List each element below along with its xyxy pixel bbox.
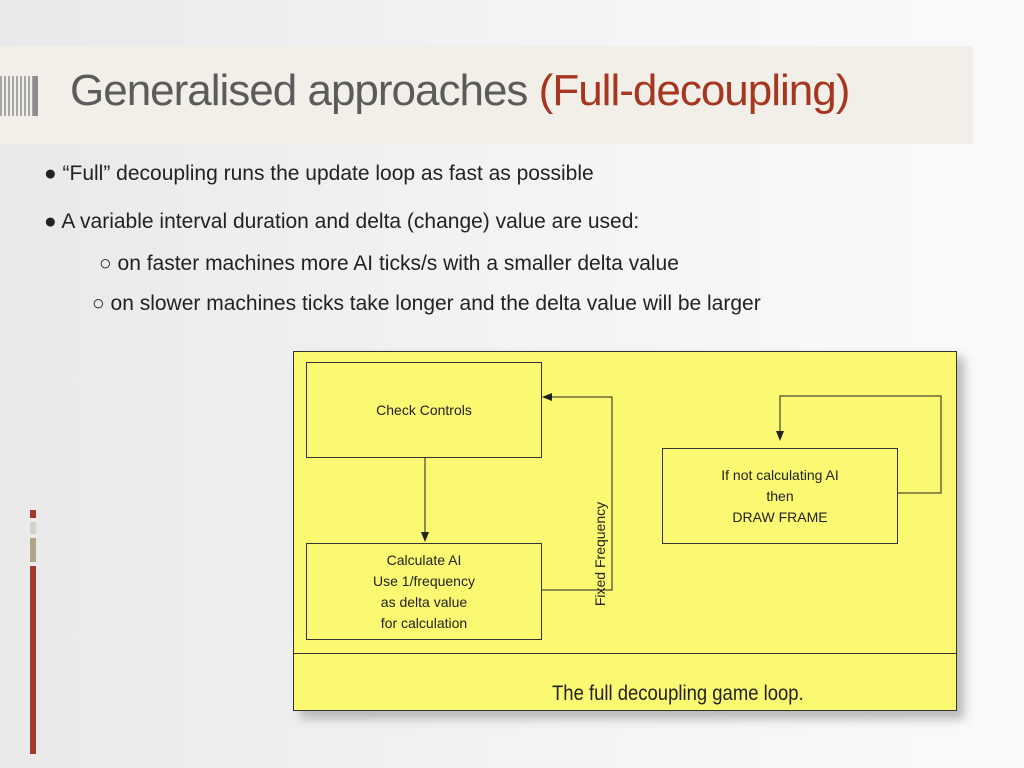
left-decoration-square	[30, 510, 36, 518]
calculate-ai-line: as delta value	[380, 593, 468, 610]
title-stripes-end	[33, 76, 38, 116]
arrow-fixed-frequency-loop	[541, 393, 613, 591]
bullet-1: ● “Full” decoupling runs the update loop…	[44, 162, 594, 185]
check-controls-label: Check Controls	[376, 401, 472, 418]
title-main: Generalised approaches	[70, 66, 528, 115]
figure-divider	[294, 653, 956, 654]
draw-frame-line: If not calculating AI	[721, 466, 839, 483]
calculate-ai-line: Use 1/frequency	[373, 572, 475, 589]
sub-bullet-2: ○ on slower machines ticks take longer a…	[92, 292, 761, 315]
calculate-ai-line: Calculate AI	[386, 551, 462, 568]
slide-title: Generalised approaches (Full-decoupling)	[70, 66, 851, 116]
check-controls-box: Check Controls	[306, 362, 542, 458]
left-decoration-square	[30, 538, 36, 562]
draw-frame-line: DRAW FRAME	[732, 508, 828, 525]
fixed-frequency-label: Fixed Frequency	[592, 501, 608, 607]
left-decoration-bar	[30, 566, 36, 754]
game-loop-figure: Check Controls Calculate AI Use 1/freque…	[293, 351, 957, 711]
sub-bullet-1: ○ on faster machines more AI ticks/s wit…	[99, 252, 679, 275]
left-decoration-square	[30, 522, 36, 534]
diagram-connectors	[421, 393, 942, 591]
bullet-2: ● A variable interval duration and delta…	[44, 210, 640, 233]
draw-frame-box: If not calculating AI then DRAW FRAME	[662, 448, 898, 544]
calculate-ai-box: Calculate AI Use 1/frequency as delta va…	[306, 543, 542, 640]
calculate-ai-line: for calculation	[380, 614, 468, 631]
figure-caption: The full decoupling game loop.	[552, 682, 804, 705]
arrow-draw-frame-loop	[776, 395, 942, 494]
title-accent: (Full-decoupling)	[538, 66, 851, 115]
draw-frame-line: then	[766, 487, 794, 504]
title-bar	[0, 46, 973, 144]
